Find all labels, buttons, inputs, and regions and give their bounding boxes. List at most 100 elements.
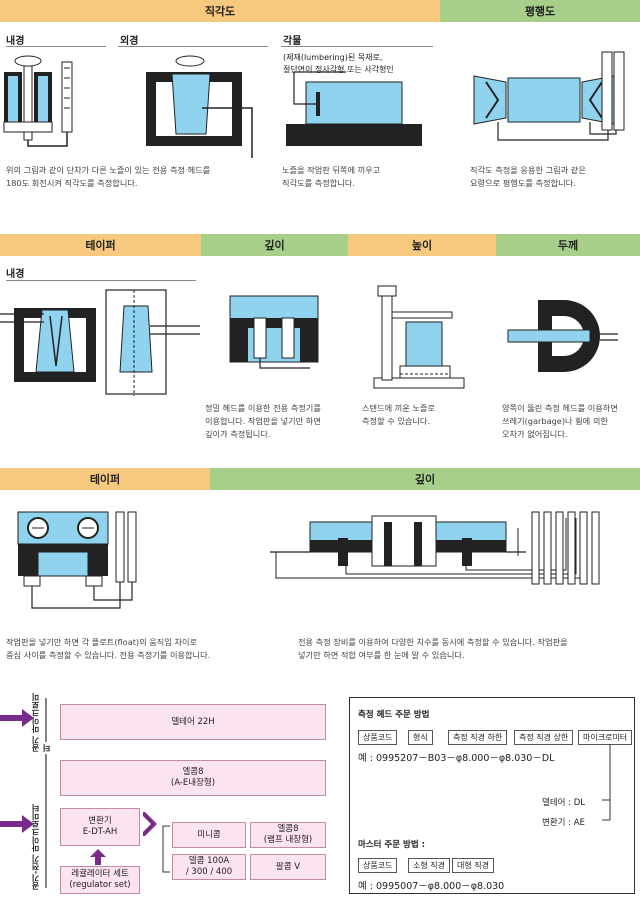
multi-depth-illustration xyxy=(270,511,600,585)
inner-squareness-illustration xyxy=(3,55,73,147)
band-thickness: 두께 xyxy=(496,234,640,256)
desc-height: 스탠드에 끼운 노즐로 측정할 수 있습니다. xyxy=(362,402,435,428)
chip-type: 형식 xyxy=(408,730,433,745)
thickness-illustration xyxy=(507,300,618,372)
band-depth-2-label: 깊이 xyxy=(414,473,436,486)
outer-squareness-illustration xyxy=(146,55,253,158)
taper-illustration xyxy=(0,289,200,396)
chevron-right-icon xyxy=(143,812,157,836)
desc-line: 직각도를 측정합니다. xyxy=(282,178,355,188)
divider xyxy=(118,46,268,47)
chip-micrometer: 마이크로미터 xyxy=(578,730,633,745)
divider xyxy=(6,280,196,281)
desc-line: 노즐을 작업판 뒤쪽에 끼우고 xyxy=(282,165,381,175)
divider xyxy=(6,46,106,47)
band-taper: 테이퍼 xyxy=(0,234,201,256)
box-elcom8: 엘콤8 (A-E내장형) xyxy=(60,760,326,796)
desc-float-taper: 작업판을 넣기만 하면 각 플로트(float)의 움직임 차이로 중심 사이를… xyxy=(6,636,210,662)
box-elcom8-lamp-line: 엘콤8 xyxy=(277,824,299,834)
square-note-1: (제재(lumbering)된 목재로, xyxy=(283,53,383,62)
box-elcom8-lamp: 엘콤8 (램프 내장형) xyxy=(250,822,326,848)
band-parallelism-label: 평행도 xyxy=(524,5,556,18)
bracket-lines xyxy=(162,825,170,873)
desc-depth: 정밀 헤드를 이용한 전용 측정기를 이용합니다. 작업판을 넣기만 하면 깊이… xyxy=(205,402,321,441)
desc-line: 180도 회전시켜 직각도를 측정합니다. xyxy=(6,178,138,188)
desc-line: 위의 그림과 같이 단차가 다른 노즐이 있는 전용 측정 헤드를 xyxy=(6,165,211,175)
square-stock-illustration xyxy=(286,71,422,146)
desc-line: 중심 사이를 측정할 수 있습니다. 전용 측정기를 이용합니다. xyxy=(6,650,211,660)
desc-line: 스탠드에 끼운 노즐로 xyxy=(362,403,435,413)
head-order-title: 측정 헤드 주문 방법 xyxy=(358,710,430,720)
chip-master-product-code: 상품코드 xyxy=(358,858,398,873)
desc-line: 직각도 측정을 응용한 그림과 같은 xyxy=(470,165,586,175)
desc-line: 이용합니다. 작업판을 넣기만 하면 xyxy=(205,416,321,426)
box-converter: 변환기 E-DT-AH xyxy=(60,808,140,846)
connector-lines xyxy=(602,744,611,821)
arrow-up-icon xyxy=(90,849,106,865)
desc-line: 넣기만 하면 적합 여부를 한 눈에 알 수 있습니다. xyxy=(298,650,465,660)
box-delcom-line: / 300 / 400 xyxy=(185,867,233,877)
band-squareness: 직각도 xyxy=(0,0,440,22)
box-converter-line: E-DT-AH xyxy=(82,827,118,837)
box-minicom: 미니콤 xyxy=(172,822,246,848)
box-palcom: 팔콤 V xyxy=(250,854,326,880)
chip-large-diameter: 대형 직경 xyxy=(452,858,494,873)
desc-line: 오차가 없어집니다. xyxy=(502,429,568,439)
desc-line: 전용 측정 장비를 이용하여 다양한 치수를 동시에 측정할 수 있습니다. 작… xyxy=(298,637,568,647)
desc-line: 쓰레기(garbage)나 휨에 의한 xyxy=(502,416,608,426)
box-converter-line: 변환기 xyxy=(88,816,112,826)
chip-small-diameter: 소형 직경 xyxy=(408,858,450,873)
option-deltair: 델테어 : DL xyxy=(542,798,586,808)
box-palcom-label: 팔콤 V xyxy=(275,861,301,872)
box-regulator: 레귤레이터 세트 (regulator set) xyxy=(60,866,140,894)
band-parallelism: 평행도 xyxy=(440,0,640,22)
band-height-label: 높이 xyxy=(411,239,433,252)
desc-line: 정밀 헤드를 이용한 전용 측정기를 xyxy=(205,403,321,413)
box-deltair: 델테어 22H xyxy=(60,704,326,740)
master-order-title: 마스터 주문 방법 : xyxy=(358,840,426,850)
master-order-example: 예 : 0995007－φ8.000－φ8.030 xyxy=(358,881,505,892)
desc-thickness: 양쪽이 뚫린 측정 헤드를 이용하면 쓰레기(garbage)나 휨에 의한 오… xyxy=(502,402,618,441)
taper-inner-label: 내경 xyxy=(6,269,25,280)
desc-line: 작업판을 넣기만 하면 각 플로트(float)의 움직임 차이로 xyxy=(6,637,198,647)
desc-parallelism: 직각도 측정을 응용한 그림과 같은 요령으로 평행도를 측정합니다. xyxy=(470,164,586,190)
box-delcom: 델콤 100A / 300 / 400 xyxy=(172,854,246,880)
band-depth-2: 깊이 xyxy=(210,468,640,490)
height-illustration xyxy=(373,285,465,389)
band-squareness-label: 직각도 xyxy=(204,5,236,18)
square-note-2: 절단면이 정사각형 또는 사각형인 xyxy=(283,65,394,74)
square-stock-label: 각물 xyxy=(283,36,302,47)
box-regulator-line: 레귤레이터 세트 xyxy=(71,869,129,879)
outer-diameter-label: 외경 xyxy=(120,36,139,47)
band-height: 높이 xyxy=(348,234,496,256)
parallelism-illustration xyxy=(473,51,625,141)
float-taper-illustration xyxy=(17,511,137,609)
desc-multi-depth: 전용 측정 장비를 이용하여 다양한 치수를 동시에 측정할 수 있습니다. 작… xyxy=(298,636,568,662)
arrow-right-icon xyxy=(0,709,34,727)
divider xyxy=(281,46,433,47)
box-regulator-line: (regulator set) xyxy=(69,880,131,890)
band-taper-2: 테이퍼 xyxy=(0,468,210,490)
desc-line: 깊이가 측정됩니다. xyxy=(205,429,271,439)
option-converter: 변환기 : AE xyxy=(542,818,585,828)
band-depth: 깊이 xyxy=(201,234,348,256)
band-depth-label: 깊이 xyxy=(264,239,285,252)
bracket-lines xyxy=(45,698,47,888)
desc-line: 양쪽이 뚫린 측정 헤드를 이용하면 xyxy=(502,403,618,413)
band-taper-label: 테이퍼 xyxy=(85,239,116,252)
band-thickness-label: 두께 xyxy=(557,239,579,252)
band-taper-2-label: 테이퍼 xyxy=(89,473,121,486)
chip-max-diameter: 측정 직경 상한 xyxy=(514,730,574,745)
box-elcom8-line: 엘콤8 xyxy=(182,767,204,777)
desc-square: 노즐을 작업판 뒤쪽에 끼우고 직각도를 측정합니다. xyxy=(282,164,380,190)
desc-line: 요령으로 평행도를 측정합니다. xyxy=(470,178,576,188)
head-order-example: 예 : 0995207－B03－φ8.000－φ8.030－DL xyxy=(358,753,555,764)
chip-product-code: 상품코드 xyxy=(358,730,398,745)
order-info-box: 측정 헤드 주문 방법 상품코드 형식 측정 직경 하한 측정 직경 상한 마이… xyxy=(349,697,635,894)
inner-diameter-label: 내경 xyxy=(6,36,25,47)
desc-line: 측정할 수 있습니다. xyxy=(362,416,431,426)
depth-illustration xyxy=(229,295,319,369)
box-elcom8-lamp-line: (램프 내장형) xyxy=(263,835,313,845)
box-deltair-label: 델테어 22H xyxy=(171,716,215,727)
box-delcom-line: 델콤 100A xyxy=(188,856,230,866)
